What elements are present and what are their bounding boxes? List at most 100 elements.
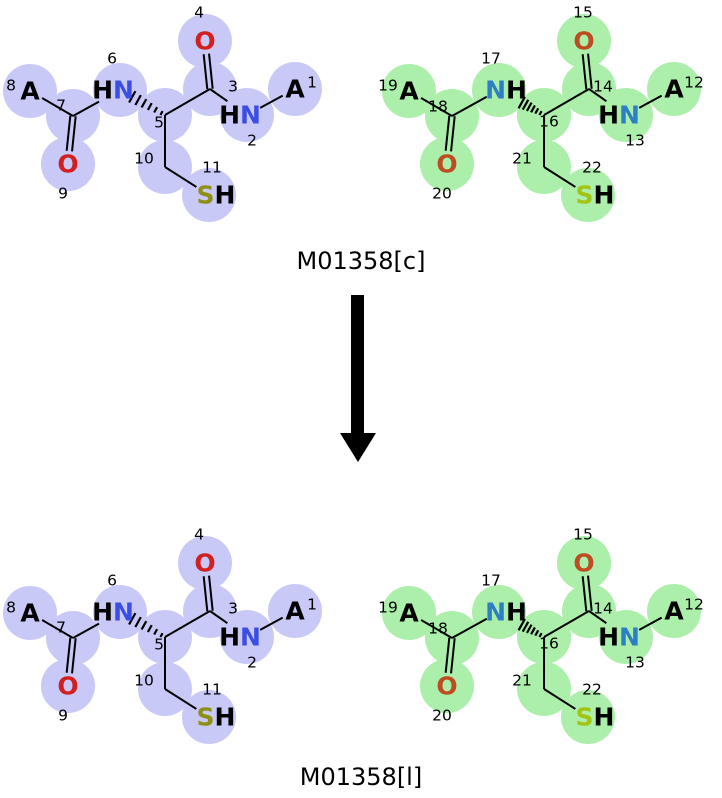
atom-label-O15: O xyxy=(573,549,594,578)
caption-product: M01358[l] xyxy=(299,763,423,791)
atom-number-S22: 22 xyxy=(582,681,602,699)
bond-C7-O9 xyxy=(65,115,77,152)
atom-highlight-N17 xyxy=(472,63,526,117)
atom-highlight-O4 xyxy=(178,536,232,590)
atom-highlight-A19 xyxy=(382,64,436,118)
atom-number-S11: 11 xyxy=(202,159,222,177)
bond-C16-N17 xyxy=(517,618,543,638)
atom-highlight-O20 xyxy=(420,137,474,191)
bond-C5-N6 xyxy=(128,90,164,116)
atom-number-A12: 12 xyxy=(684,74,704,92)
bond-C18-O20 xyxy=(444,637,456,674)
atom-highlight-S22 xyxy=(561,690,615,744)
atom-label-N6: HN xyxy=(92,76,134,105)
atom-number-A12: 12 xyxy=(684,596,704,614)
bond-C3-O4 xyxy=(202,53,214,90)
atom-number-O15: 15 xyxy=(573,4,593,22)
atom-number-S22: 22 xyxy=(582,159,602,177)
atom-label-A8: A xyxy=(20,77,40,106)
arrow-head xyxy=(340,433,376,462)
bond-N13-A12 xyxy=(638,94,663,109)
atom-label-O9: O xyxy=(57,672,78,701)
atom-highlight-O9 xyxy=(41,137,95,191)
bond-C3-N2 xyxy=(209,610,228,625)
bond-C14-N13 xyxy=(588,88,607,103)
bond-C5-C3 xyxy=(164,88,211,116)
atom-label-O4: O xyxy=(194,549,215,578)
atom-number-O4: 4 xyxy=(194,4,204,22)
atom-label-O20: O xyxy=(436,672,457,701)
atom-number-C5: 5 xyxy=(154,636,164,654)
atom-label-A1: A xyxy=(285,75,305,104)
atom-highlight-N2 xyxy=(220,88,274,142)
bond-N2-A1 xyxy=(259,94,284,109)
bond-C21-S22 xyxy=(543,688,576,710)
atom-number-N6: 6 xyxy=(107,572,117,590)
atom-label-A8: A xyxy=(20,599,40,628)
bond-C14-O15 xyxy=(581,575,593,612)
atom-number-C10: 10 xyxy=(134,672,154,690)
atom-highlight-O9 xyxy=(41,659,95,713)
atom-number-N2: 2 xyxy=(247,132,257,150)
atom-highlight-O15 xyxy=(557,536,611,590)
atom-label-O15: O xyxy=(573,27,594,56)
atom-highlight-N13 xyxy=(599,88,653,142)
atom-number-C18: 18 xyxy=(428,98,448,116)
bond-C16-N17 xyxy=(517,96,543,116)
bond-A19-C18 xyxy=(420,619,453,639)
atom-number-C3: 3 xyxy=(228,600,238,618)
bond-C10-S11 xyxy=(164,166,197,188)
atom-highlight-S11 xyxy=(182,690,236,744)
atom-label-O9: O xyxy=(57,150,78,179)
bond-C5-N6 xyxy=(128,612,164,638)
bond-A8-C7 xyxy=(41,97,74,117)
atom-highlight-A1 xyxy=(268,584,322,638)
atom-number-C21: 21 xyxy=(512,150,532,168)
bond-A19-C18 xyxy=(420,97,453,117)
atom-label-N13: HN xyxy=(598,623,640,652)
atom-number-C18: 18 xyxy=(428,620,448,638)
atom-number-O9: 9 xyxy=(58,707,68,725)
bond-C16-C14 xyxy=(543,88,590,116)
atom-label-N17: NH xyxy=(485,598,527,627)
atom-number-N13: 13 xyxy=(625,132,645,150)
atom-label-A12: A xyxy=(664,597,684,626)
atom-highlight-A1 xyxy=(268,62,322,116)
bond-C3-O4 xyxy=(202,575,214,612)
atom-label-N6: HN xyxy=(92,598,134,627)
bond-N2-A1 xyxy=(259,616,284,631)
atom-highlight-O15 xyxy=(557,14,611,68)
atom-label-O4: O xyxy=(194,27,215,56)
atom-label-S22: SH xyxy=(576,181,615,210)
atom-number-O15: 15 xyxy=(573,526,593,544)
arrow-shaft xyxy=(351,295,364,433)
reaction-arrow xyxy=(340,295,376,462)
bond-A8-C7 xyxy=(41,619,74,639)
atom-number-C14: 14 xyxy=(593,600,613,618)
atom-label-A1: A xyxy=(285,597,305,626)
atom-highlight-N6 xyxy=(93,63,147,117)
atom-number-A1: 1 xyxy=(307,74,317,92)
bond-C7-O9 xyxy=(65,637,77,674)
atom-highlight-N13 xyxy=(599,610,653,664)
caption-reactant: M01358[c] xyxy=(296,247,426,275)
atom-number-A1: 1 xyxy=(307,596,317,614)
atom-number-C7: 7 xyxy=(56,619,66,637)
bond-C18-N17 xyxy=(451,95,488,117)
bond-C7-N6 xyxy=(72,100,100,117)
atom-label-N2: HN xyxy=(219,101,261,130)
atom-number-N2: 2 xyxy=(247,654,257,672)
atom-number-N17: 17 xyxy=(481,572,501,590)
atom-number-C16: 16 xyxy=(539,113,559,131)
bond-C16-C14 xyxy=(543,610,590,638)
atom-number-C10: 10 xyxy=(134,150,154,168)
atom-label-O20: O xyxy=(436,150,457,179)
atom-number-A19: 19 xyxy=(378,599,398,617)
atom-number-O4: 4 xyxy=(194,526,204,544)
